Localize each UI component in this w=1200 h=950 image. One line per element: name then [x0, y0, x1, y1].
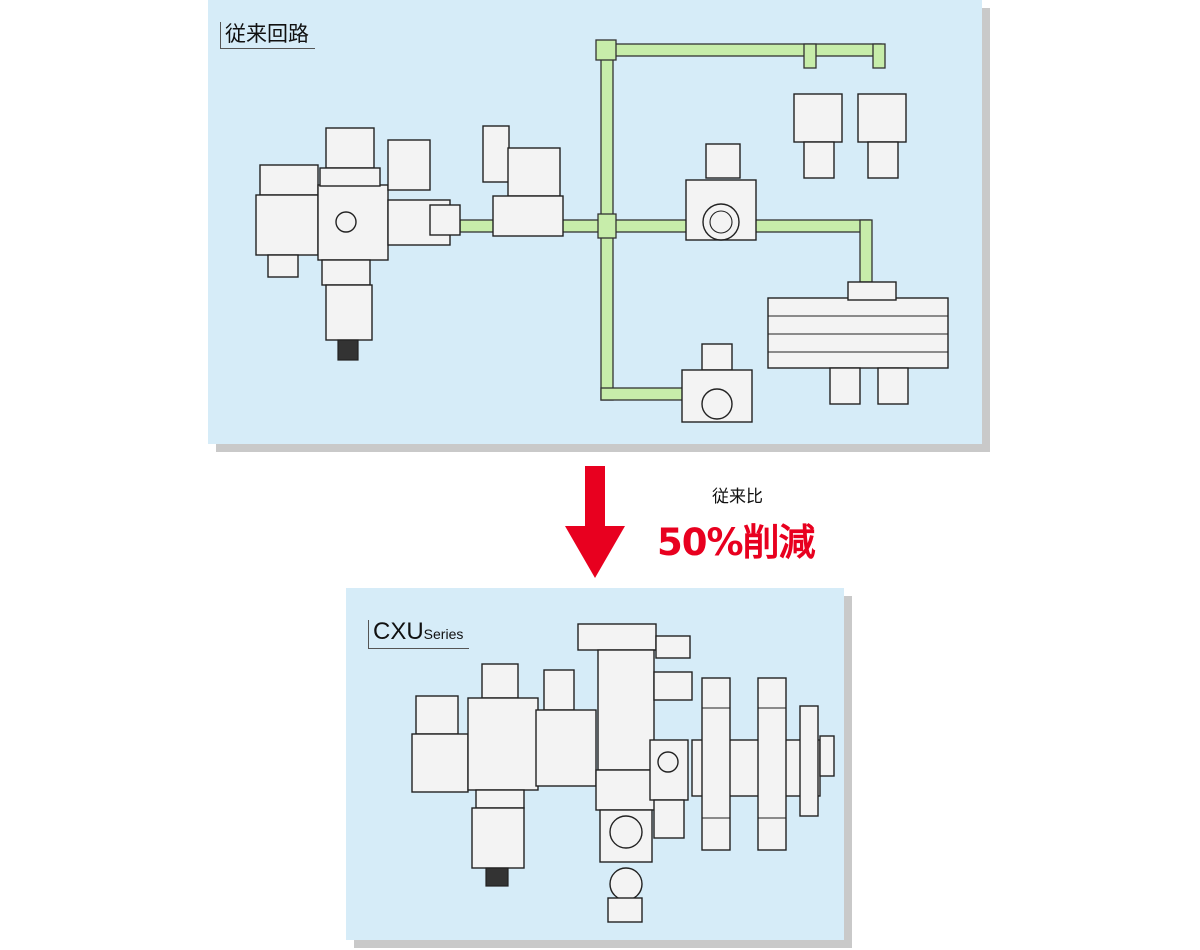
cxu-series-panel: CXUSeries — [346, 588, 844, 940]
regulator-bottom — [681, 343, 753, 423]
down-arrow-icon — [565, 466, 625, 578]
conventional-circuit-panel: 従来回路 — [208, 0, 982, 444]
cxu-series-label: CXUSeries — [368, 618, 470, 649]
regulator-center — [685, 143, 757, 241]
cxu-label-main: CXU — [373, 618, 424, 645]
valve-manifold — [767, 281, 949, 405]
conventional-circuit-label: 従来回路 — [220, 22, 315, 49]
comparison-label: 従来比 — [712, 487, 763, 507]
cxu-regulator — [649, 739, 689, 839]
frl-unit — [255, 127, 389, 361]
cxu-frl-unit — [411, 663, 539, 887]
conventional-circuit-drawing — [255, 39, 949, 423]
cxu-series-drawing — [411, 623, 835, 923]
reduction-value: 50%削減 — [657, 521, 816, 564]
cxu-valve-manifold — [691, 677, 835, 851]
cxu-central-block — [535, 623, 693, 923]
cxu-label-sub: Series — [423, 626, 464, 642]
solenoid-unit — [387, 125, 564, 246]
valves-right-top — [793, 93, 907, 179]
